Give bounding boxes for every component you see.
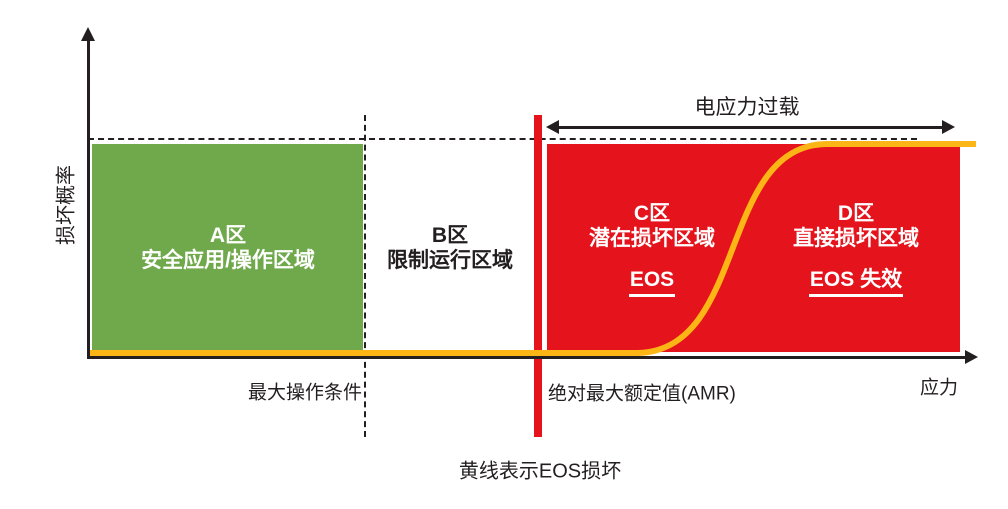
x-axis-arrowhead-icon <box>965 350 978 364</box>
zone-d-title: D区 <box>837 202 875 225</box>
amr-label: 绝对最大额定值(AMR) <box>548 383 736 405</box>
damage-probability-dashed-line <box>88 138 917 140</box>
max-operating-label: 最大操作条件 <box>247 382 362 404</box>
zone-a-desc: 安全应用/操作区域 <box>141 249 315 272</box>
overload-arrowhead-left-icon <box>546 120 559 134</box>
amr-limit-line <box>534 115 542 437</box>
y-axis-arrowhead-icon <box>81 27 95 41</box>
caption-yellow-line-note: 黄线表示EOS损坏 <box>458 460 622 483</box>
x-axis-label: 应力 <box>919 377 958 399</box>
zone-d-desc: 直接损坏区域 <box>793 227 919 250</box>
zone-c-eos-label: EOS <box>628 267 676 297</box>
zone-a-label: A区 安全应用/操作区域 <box>141 223 315 273</box>
zone-c-label: C区 潜在损坏区域 EOS <box>589 201 715 297</box>
y-axis-label: 损坏概率 <box>55 165 78 245</box>
x-axis <box>87 356 966 359</box>
zone-b-label: B区 限制运行区域 <box>387 223 513 273</box>
zone-c-desc: 潜在损坏区域 <box>589 227 715 250</box>
overload-arrowhead-right-icon <box>942 120 955 134</box>
overload-label: 电应力过载 <box>694 96 800 119</box>
zone-d-label: D区 直接损坏区域 EOS 失效 <box>793 201 919 297</box>
overload-arrow-line <box>557 126 944 129</box>
max-operating-dashed-line <box>364 115 366 437</box>
zone-b-title: B区 <box>431 224 469 247</box>
zone-b-desc: 限制运行区域 <box>387 249 513 272</box>
zone-d-eos-label: EOS 失效 <box>808 267 904 297</box>
y-axis <box>87 40 90 358</box>
zone-a-title: A区 <box>209 224 247 247</box>
zone-c-title: C区 <box>633 202 671 225</box>
